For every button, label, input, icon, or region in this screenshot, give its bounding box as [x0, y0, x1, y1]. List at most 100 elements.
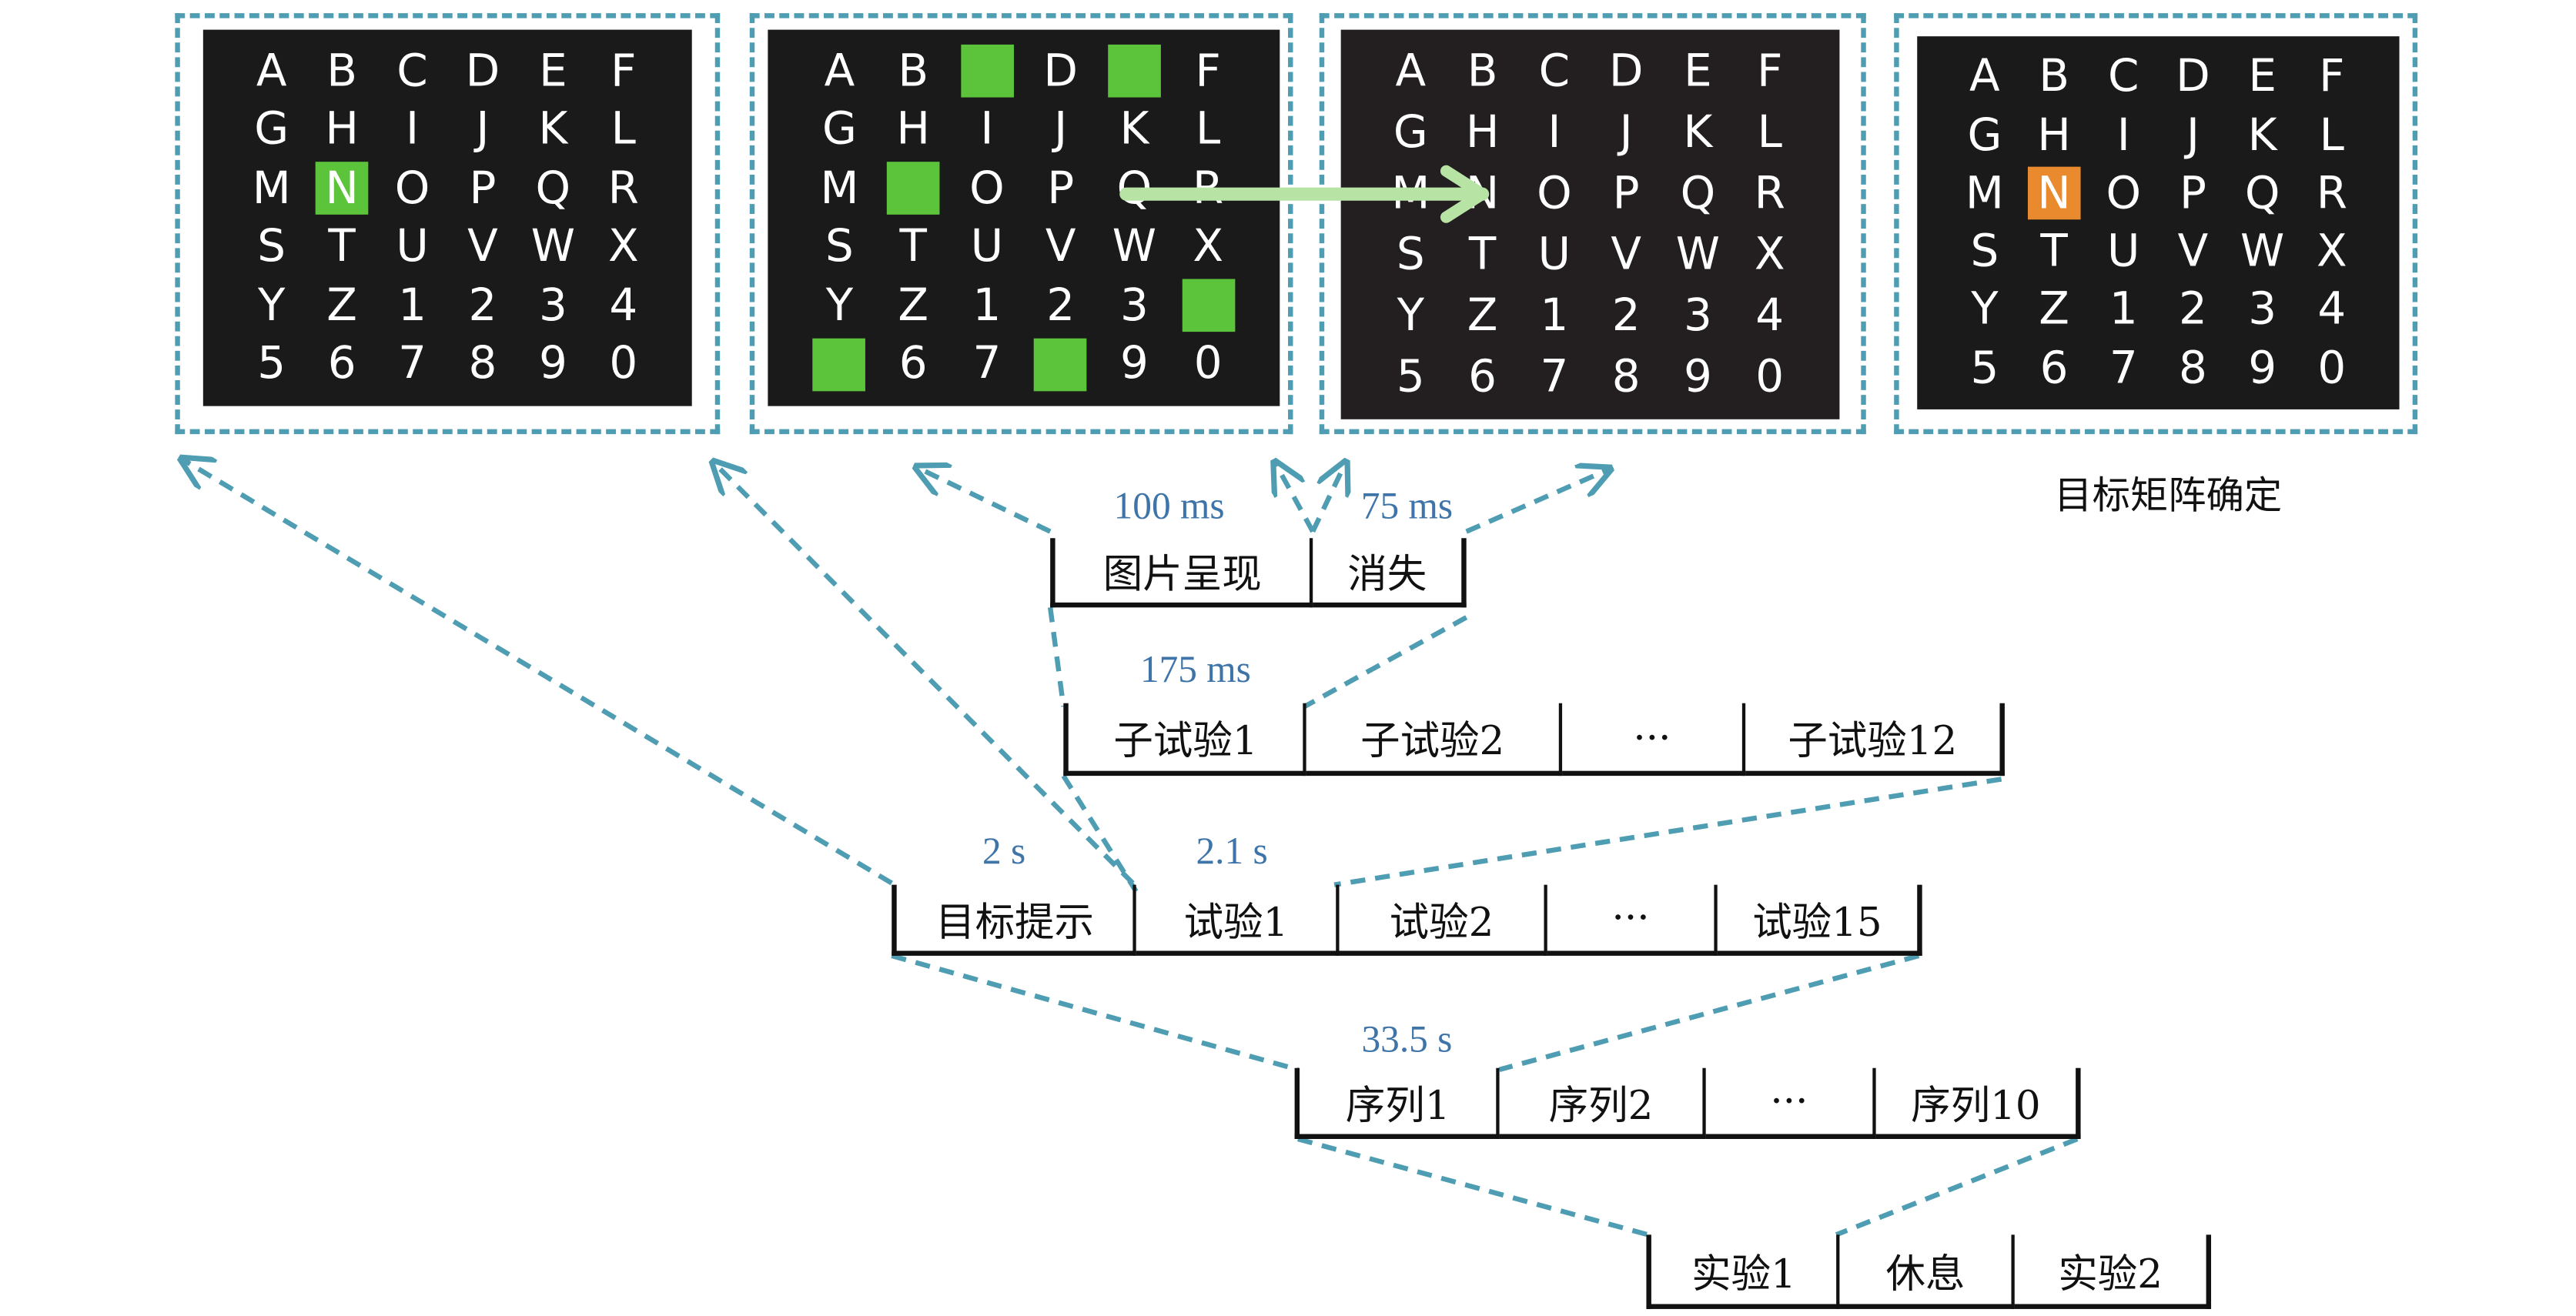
matrix-char: 0	[1193, 339, 1223, 391]
matrix-char: 9	[1683, 350, 1712, 402]
matrix-char: S	[1970, 226, 1999, 278]
matrix-char: 0	[1755, 350, 1785, 402]
matrix-char: W	[2240, 226, 2285, 278]
segment-trial-ellipsis: ···	[1547, 884, 1718, 956]
flashed-cell: N	[315, 162, 369, 215]
matrix-char: T	[2040, 226, 2068, 278]
arrow-present-to-panel2	[916, 467, 1052, 534]
matrix-char: S	[257, 222, 286, 273]
matrix-char: 2	[2179, 284, 2207, 336]
matrix-char: X	[607, 222, 639, 273]
matrix-char: P	[1612, 168, 1640, 220]
flashed-cell: N	[2027, 167, 2081, 221]
matrix-char: F	[1757, 47, 1783, 99]
arrow-boundary-left	[1275, 463, 1316, 533]
matrix-char: J	[2186, 109, 2200, 162]
matrix-char: 6	[898, 339, 928, 391]
matrix-char: C	[2108, 52, 2139, 103]
matrix-char: D	[1608, 47, 1644, 99]
matrix-char: 5	[257, 339, 286, 391]
link-run-right	[1835, 1136, 2079, 1238]
matrix-char: W	[1675, 229, 1721, 281]
matrix-char: D	[465, 45, 500, 97]
flashed-cell: C	[960, 45, 1014, 98]
matrix-char: B	[2039, 52, 2069, 103]
segment-subtrial-12: 子试验12	[1745, 703, 2005, 777]
matrix-char: O	[2106, 168, 2142, 219]
matrix-char: 3	[1683, 289, 1712, 342]
matrix-char: 1	[2109, 284, 2138, 336]
matrix-char: L	[1196, 104, 1221, 155]
link-trial-left	[1061, 774, 1139, 893]
matrix-char: W	[530, 222, 575, 273]
matrix-char: K	[538, 104, 568, 155]
matrix-char: 7	[972, 339, 1002, 391]
matrix-char: 3	[2248, 284, 2277, 336]
segment-rest: 休息	[1839, 1234, 2015, 1309]
duration-sequence: 33.5 s	[1361, 1018, 1453, 1060]
matrix-char: M	[252, 162, 291, 215]
segment-sequence-ellipsis: ···	[1705, 1067, 1876, 1139]
matrix-char: Z	[898, 280, 929, 332]
matrix-char: X	[1193, 222, 1224, 273]
flashed-cell: 8	[1034, 338, 1088, 392]
matrix-char: V	[1611, 229, 1641, 281]
link-subtrial-left	[1047, 606, 1066, 707]
matrix-char: E	[2248, 52, 2277, 103]
matrix-char: S	[825, 222, 854, 273]
segment-sequence-2: 序列2	[1499, 1067, 1706, 1139]
segment-trial-2: 试验2	[1339, 884, 1547, 956]
matrix-char: C	[1538, 47, 1571, 99]
matrix-char: M	[820, 162, 859, 215]
matrix-char: U	[970, 222, 1004, 273]
matrix-char: 8	[1611, 350, 1641, 402]
matrix-char: Z	[326, 280, 357, 332]
matrix-char: Q	[2244, 168, 2280, 219]
segment-subtrial-ellipsis: ···	[1562, 703, 1746, 777]
matrix-char: T	[899, 222, 927, 273]
matrix-char: D	[1043, 45, 1078, 97]
link-trial-right	[1333, 777, 2002, 887]
matrix-char: L	[611, 104, 636, 155]
matrix-char: H	[325, 104, 359, 155]
segment-image-presentation: 图片呈现	[1050, 538, 1313, 608]
matrix-char: U	[2107, 226, 2140, 278]
matrix-char: Y	[1971, 284, 1999, 336]
matrix-char: H	[1465, 107, 1500, 159]
matrix-char: 3	[1120, 280, 1149, 332]
link-seq-right	[1498, 953, 1920, 1073]
matrix-char: 9	[1120, 339, 1149, 391]
matrix-char: 2	[468, 280, 497, 332]
matrix-char: R	[607, 162, 639, 215]
matrix-char: 6	[1468, 350, 1497, 402]
matrix-char: O	[394, 162, 430, 215]
matrix-char: 8	[2179, 342, 2207, 394]
matrix-char: B	[898, 45, 929, 97]
matrix-char: T	[328, 222, 356, 273]
matrix-char: 0	[2317, 342, 2347, 394]
matrix-char: 7	[398, 339, 427, 391]
matrix-char: B	[1467, 47, 1498, 99]
matrix-char: 4	[2317, 284, 2347, 336]
matrix-char: K	[2247, 109, 2277, 162]
duration-target-cue: 2 s	[982, 830, 1026, 872]
matrix-char: I	[406, 104, 420, 155]
matrix-char: G	[254, 104, 289, 155]
matrix-char: C	[396, 45, 428, 97]
matrix-char: I	[2116, 109, 2130, 162]
arrow-vanish-to-panel3	[1465, 469, 1611, 534]
matrix-char: 7	[1540, 350, 1569, 402]
matrix-char: 6	[327, 339, 356, 391]
matrix-char: K	[1119, 104, 1149, 155]
matrix-char: E	[1684, 47, 1712, 99]
matrix-char: P	[469, 162, 497, 215]
matrix-char: A	[1969, 52, 2000, 103]
matrix-char: 3	[538, 280, 567, 332]
matrix-char: L	[2319, 109, 2344, 162]
segment-experiment-2: 实验2	[2014, 1234, 2212, 1309]
matrix-char: H	[2037, 109, 2071, 162]
matrix-char: A	[1395, 47, 1427, 99]
